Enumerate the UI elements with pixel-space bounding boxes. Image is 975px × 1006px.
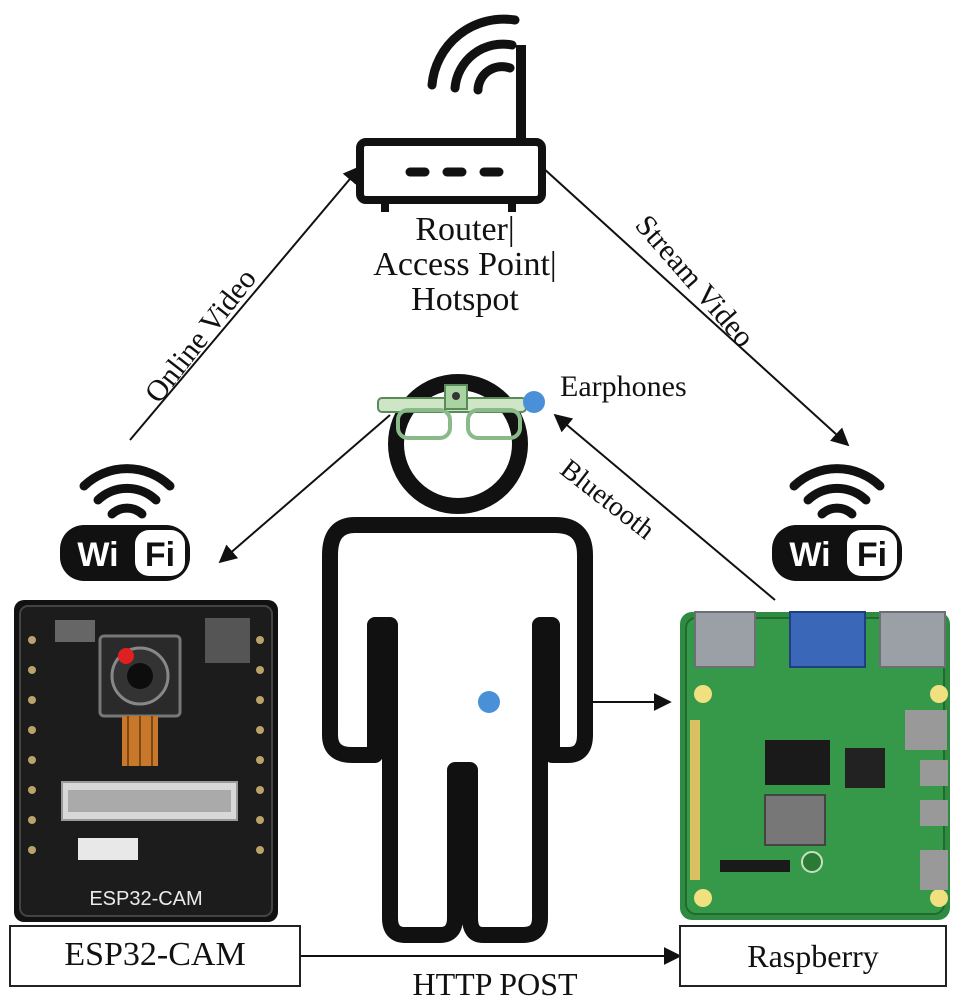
svg-text:Fi: Fi [145, 536, 175, 574]
svg-text:Fi: Fi [857, 536, 887, 574]
glasses-to-esp-arrow [218, 414, 391, 564]
router-label-line1: Router| [415, 211, 515, 248]
earphones-label: Earphones [560, 370, 687, 403]
wifi-left-icon: Wi Fi [60, 464, 190, 581]
esp32-cam-board: ESP32-CAM [14, 600, 278, 922]
earphone-dot [523, 391, 545, 413]
bluetooth-arrow [553, 413, 776, 601]
router-icon [356, 14, 546, 212]
person-icon [322, 374, 593, 943]
router-label-line3: Hotspot [411, 281, 519, 318]
router-label: Router| Access Point| Hotspot [330, 212, 600, 317]
router-label-line2: Access Point| [373, 246, 557, 283]
stream-video-arrow [541, 166, 850, 447]
esp32-box-label: ESP32-CAM [64, 936, 246, 973]
raspberry-box [679, 925, 947, 987]
wifi-right-icon: Wi Fi [772, 464, 902, 581]
esp32-box [9, 925, 301, 987]
svg-text:Wi: Wi [789, 536, 830, 574]
raspberry-box-label: Raspberry [747, 938, 879, 974]
raspberry-pi-board [680, 611, 950, 920]
svg-text:Wi: Wi [77, 536, 118, 574]
online-video-arrow [129, 165, 362, 441]
svg-text:ESP32-CAM: ESP32-CAM [89, 888, 202, 910]
body-sensor-dot [478, 691, 500, 713]
http-post-label: HTTP POST [412, 966, 578, 1002]
